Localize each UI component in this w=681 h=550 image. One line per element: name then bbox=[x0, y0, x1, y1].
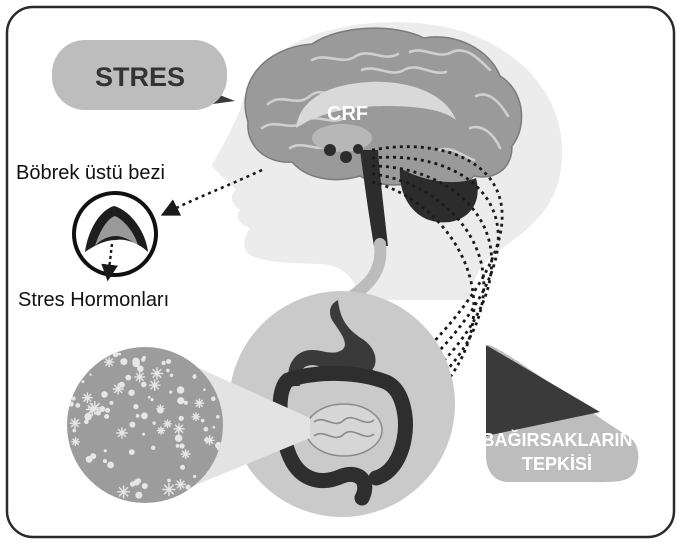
bacteria-dot bbox=[135, 492, 142, 499]
thalamus bbox=[312, 124, 372, 152]
bacteria-dot bbox=[169, 391, 172, 394]
bacteria-star bbox=[134, 372, 145, 383]
bacteria-dot bbox=[176, 444, 180, 448]
bacteria-circle bbox=[67, 347, 223, 503]
bacteria-dot bbox=[125, 375, 131, 381]
bacteria-dot bbox=[84, 419, 89, 424]
bacteria-dot bbox=[177, 386, 184, 393]
bacteria-dot bbox=[136, 414, 140, 418]
bacteria-dot bbox=[107, 462, 114, 469]
bacteria-star bbox=[157, 427, 165, 435]
bacteria-dot bbox=[130, 481, 135, 486]
bacteria-dot bbox=[120, 358, 127, 365]
bacteria-star bbox=[113, 383, 124, 394]
bacteria-dot bbox=[180, 465, 185, 470]
bacteria-dot bbox=[151, 446, 155, 450]
bacteria-star bbox=[88, 401, 102, 415]
bacteria-dot bbox=[201, 419, 205, 423]
bacteria-dot bbox=[142, 433, 145, 436]
bacteria-dot bbox=[170, 374, 173, 377]
bacteria-dot bbox=[216, 415, 220, 419]
brain-shape bbox=[245, 28, 521, 186]
bacteria-dot bbox=[177, 397, 184, 404]
bacteria-dot bbox=[128, 390, 134, 396]
pituitary-dot bbox=[340, 151, 352, 163]
bacteria-dot bbox=[129, 422, 135, 428]
bacteria-dot bbox=[175, 435, 182, 442]
bacteria-dot bbox=[193, 475, 196, 478]
bacteria-dot bbox=[161, 361, 165, 365]
bacteria-star bbox=[175, 479, 186, 490]
bacteria-star bbox=[163, 420, 172, 429]
hypothalamus-dot bbox=[324, 144, 336, 156]
bacteria-dot bbox=[137, 366, 144, 373]
bacteria-star bbox=[116, 427, 127, 438]
bacteria-star bbox=[151, 367, 163, 379]
bacteria-dot bbox=[118, 353, 121, 356]
bacteria-dot bbox=[109, 401, 113, 405]
bacteria-dot bbox=[81, 380, 84, 383]
bacteria-dot bbox=[103, 459, 107, 463]
bacteria-dot bbox=[204, 427, 209, 432]
bacteria-dot bbox=[102, 407, 105, 410]
bacteria-star bbox=[104, 357, 114, 367]
bacteria-dot bbox=[105, 408, 110, 413]
gut-response-line1: BAĞIRSAKLARIN bbox=[482, 429, 633, 450]
bacteria-dot bbox=[166, 359, 171, 364]
stress-callout: STRES bbox=[52, 40, 235, 110]
bacteria-star bbox=[162, 483, 175, 496]
bacteria-dot bbox=[213, 426, 216, 429]
bacteria-dot bbox=[192, 375, 196, 379]
bacteria-dot bbox=[211, 396, 216, 401]
bacteria-dot bbox=[142, 483, 148, 489]
bacteria-dot bbox=[203, 388, 206, 391]
bacteria-star bbox=[149, 379, 161, 391]
gut-response-line2: TEPKİSİ bbox=[522, 454, 592, 474]
bacteria-dot bbox=[141, 358, 145, 362]
bacteria-dot bbox=[132, 358, 139, 365]
small-intestine bbox=[306, 404, 382, 456]
bacteria-dot bbox=[104, 449, 107, 452]
bacteria-star bbox=[117, 485, 130, 498]
bacteria-star bbox=[192, 413, 201, 422]
bacteria-star bbox=[70, 418, 81, 429]
bacteria-star bbox=[174, 423, 185, 434]
bacteria-dot bbox=[101, 391, 108, 398]
bacteria-dot bbox=[180, 443, 185, 448]
stress-hormones-label: Stres Hormonları bbox=[18, 289, 169, 311]
bacteria-star bbox=[195, 399, 205, 409]
bacteria-dot bbox=[86, 456, 93, 463]
bacteria-dot bbox=[104, 414, 109, 419]
bacteria-dot bbox=[166, 369, 170, 373]
bacteria-star bbox=[205, 435, 215, 445]
bacteria-dot bbox=[184, 401, 188, 405]
stress-label: STRES bbox=[95, 62, 185, 92]
bacteria-dot bbox=[89, 374, 91, 376]
crf-label: CRF bbox=[327, 103, 368, 125]
bacteria-dot bbox=[72, 429, 76, 433]
bacteria-dot bbox=[179, 416, 184, 421]
bacteria-dot bbox=[129, 449, 135, 455]
bacteria-dot bbox=[148, 396, 151, 399]
bacteria-dot bbox=[141, 412, 148, 419]
bacteria-dot bbox=[167, 479, 171, 483]
bacteria-dot bbox=[75, 403, 80, 408]
bacteria-dot bbox=[141, 382, 147, 388]
adrenal-gland-label: Böbrek üstü bezi bbox=[16, 162, 165, 184]
bacteria-dot bbox=[133, 404, 138, 409]
bacteria-icon bbox=[67, 347, 223, 503]
adrenal-gland-icon bbox=[74, 193, 156, 275]
bacteria-dot bbox=[152, 421, 155, 424]
bacteria-dot bbox=[151, 398, 154, 401]
